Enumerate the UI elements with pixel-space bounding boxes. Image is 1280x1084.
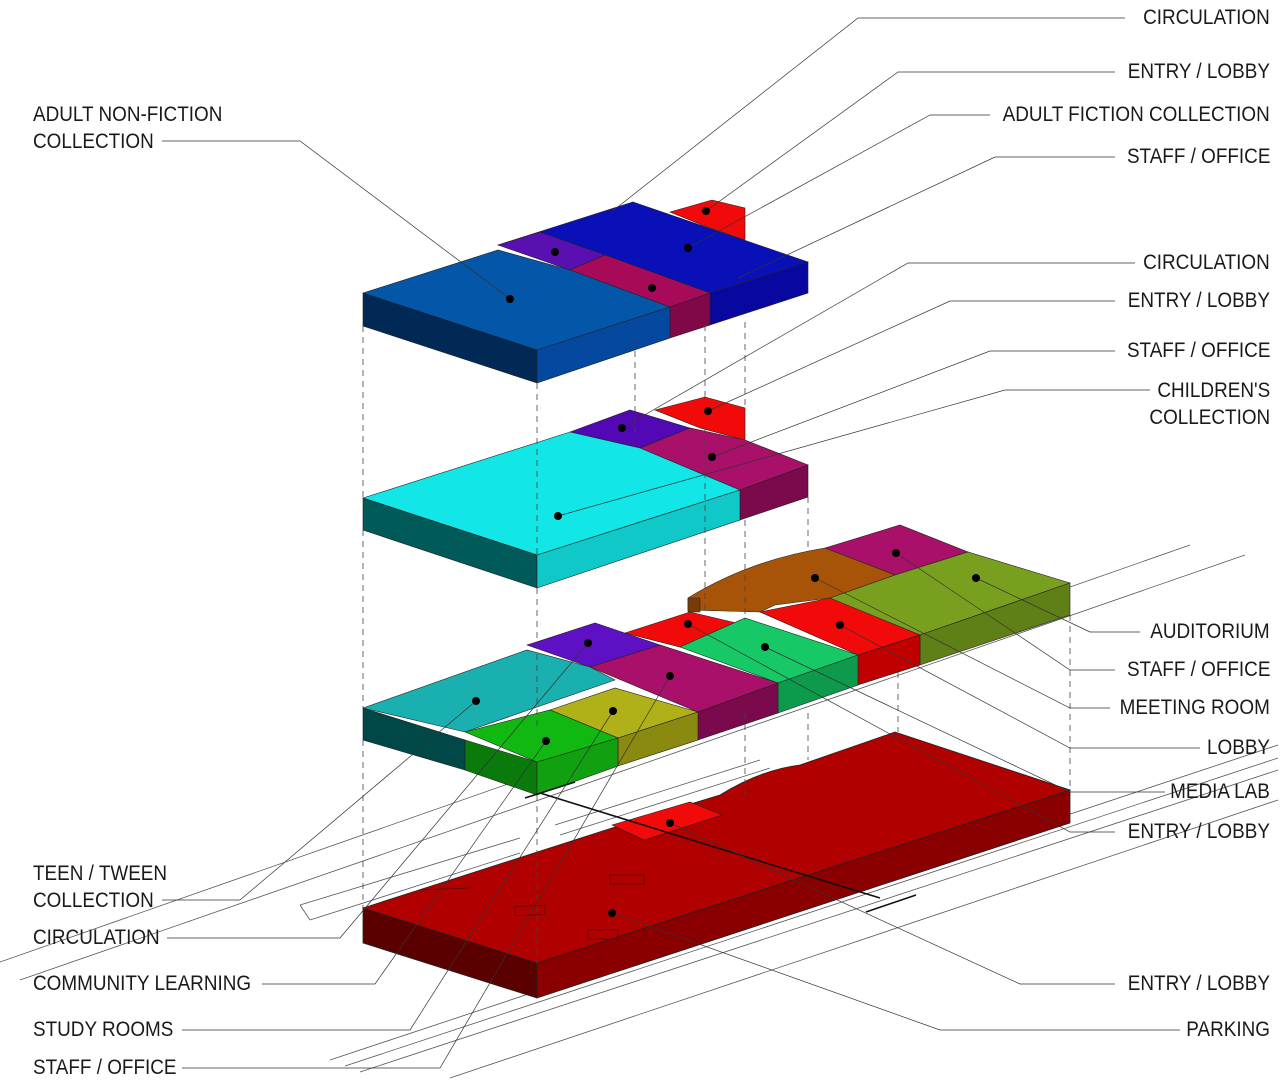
- label-line: STAFF / OFFICE: [33, 1056, 177, 1079]
- label-staff-office-top: STAFF / OFFICE: [1126, 143, 1270, 170]
- alignment-dashes: [362, 322, 1071, 963]
- label-staff-office-ground-right: STAFF / OFFICE: [1126, 656, 1270, 683]
- label-line: CIRCULATION: [1143, 6, 1270, 29]
- label-line: COLLECTION: [33, 889, 154, 912]
- label-childrens-collection: CHILDREN'S COLLECTION: [1149, 377, 1270, 431]
- label-study-rooms: STUDY ROOMS: [33, 1016, 173, 1043]
- label-entry-lobby-second: ENTRY / LOBBY: [1128, 287, 1270, 314]
- label-line: CIRCULATION: [33, 926, 160, 949]
- label-line: COLLECTION: [1149, 406, 1270, 429]
- label-line: ADULT NON-FICTION: [33, 103, 223, 126]
- label-lobby: LOBBY: [1207, 734, 1270, 761]
- label-line: ENTRY / LOBBY: [1127, 820, 1270, 843]
- label-line: STUDY ROOMS: [33, 1018, 174, 1041]
- top-entry-lobby: [669, 199, 746, 241]
- label-line: ENTRY / LOBBY: [1127, 289, 1270, 312]
- label-auditorium: AUDITORIUM: [1151, 618, 1270, 645]
- label-staff-office-ground: STAFF / OFFICE: [33, 1054, 177, 1081]
- label-line: CHILDREN'S: [1157, 379, 1270, 402]
- second-entry-lobby: [654, 396, 746, 441]
- label-line: STAFF / OFFICE: [1126, 658, 1270, 681]
- space-markers: [472, 207, 980, 917]
- label-line: AUDITORIUM: [1150, 620, 1270, 643]
- label-line: STAFF / OFFICE: [1126, 145, 1270, 168]
- label-line: TEEN / TWEEN: [33, 862, 168, 885]
- label-line: CIRCULATION: [1143, 251, 1270, 274]
- entry-arrows: [524, 781, 917, 913]
- label-line: COMMUNITY LEARNING: [33, 972, 252, 995]
- top-floor: [362, 199, 809, 384]
- label-entry-lobby-parking: ENTRY / LOBBY: [1128, 970, 1270, 997]
- leader-lines: [162, 17, 1200, 1069]
- parking-marks: [419, 874, 645, 940]
- label-adult-nonfiction-collection: ADULT NON-FICTION COLLECTION: [33, 101, 222, 155]
- ground-teen-collection: [361, 649, 616, 733]
- label-entry-lobby-ground: ENTRY / LOBBY: [1128, 818, 1270, 845]
- label-line: MEDIA LAB: [1170, 780, 1270, 803]
- label-line: COLLECTION: [33, 130, 154, 153]
- label-adult-fiction-collection: ADULT FICTION COLLECTION: [1003, 101, 1270, 128]
- label-circulation-top: CIRCULATION: [1143, 4, 1270, 31]
- label-entry-lobby-top: ENTRY / LOBBY: [1128, 58, 1270, 85]
- label-line: PARKING: [1186, 1018, 1270, 1041]
- label-staff-office-second: STAFF / OFFICE: [1126, 337, 1270, 364]
- label-line: LOBBY: [1206, 736, 1270, 759]
- top-nonfiction-side-front: [536, 306, 671, 384]
- label-line: ENTRY / LOBBY: [1127, 972, 1270, 995]
- ground-auditorium-side: [687, 597, 701, 613]
- label-circulation-ground: CIRCULATION: [33, 924, 160, 951]
- label-circulation-second: CIRCULATION: [1143, 249, 1270, 276]
- label-line: ADULT FICTION COLLECTION: [1002, 103, 1270, 126]
- label-line: ENTRY / LOBBY: [1127, 60, 1270, 83]
- label-line: STAFF / OFFICE: [1126, 339, 1270, 362]
- label-community-learning: COMMUNITY LEARNING: [33, 970, 251, 997]
- second-floor: [362, 396, 809, 589]
- label-teen-tween-collection: TEEN / TWEEN COLLECTION: [33, 860, 167, 914]
- label-parking: PARKING: [1186, 1016, 1270, 1043]
- label-line: MEETING ROOM: [1119, 696, 1270, 719]
- site-context-lines: [0, 544, 1279, 1079]
- label-meeting-room: MEETING ROOM: [1120, 694, 1270, 721]
- ground-auditorium: [687, 547, 896, 613]
- label-media-lab: MEDIA LAB: [1170, 778, 1270, 805]
- second-children-side-front: [536, 489, 741, 589]
